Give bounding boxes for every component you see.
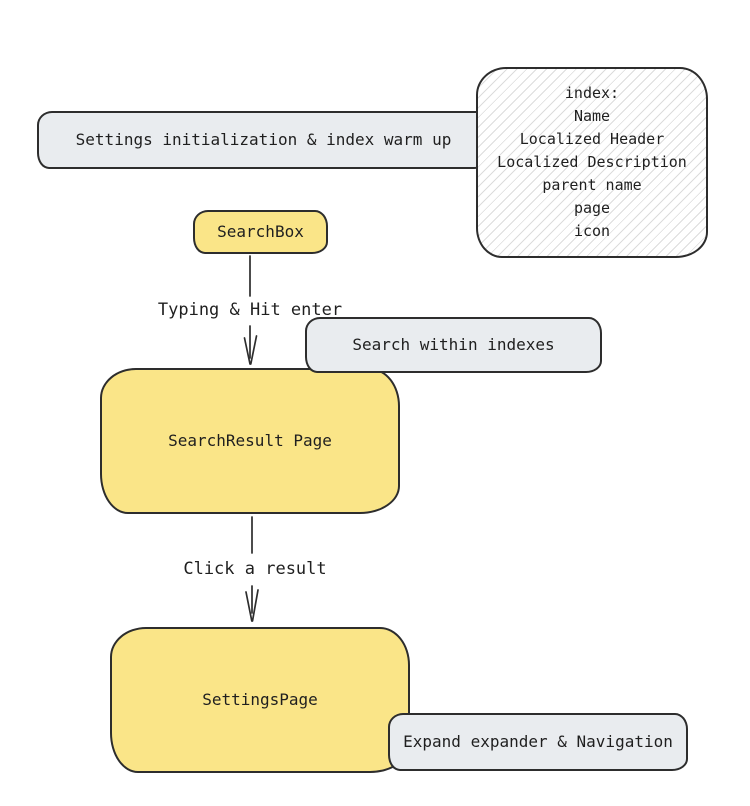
- node-search-box: SearchBox: [193, 210, 328, 254]
- index-info-line-localized-header: Localized Header: [519, 130, 665, 148]
- edge-label-click-a-result: Click a result: [183, 559, 327, 579]
- node-settings-initialization: Settings initialization & index warm up: [37, 111, 490, 169]
- node-search-result-page: SearchResult Page: [100, 368, 400, 514]
- node-index-info: index: Name Localized Header Localized D…: [476, 67, 708, 258]
- node-expand-navigation-label: Expand expander & Navigation: [403, 732, 673, 752]
- edge-label-typing-hit-enter: Typing & Hit enter: [157, 300, 343, 320]
- index-info-line-parent-name: parent name: [542, 176, 642, 194]
- node-expand-navigation: Expand expander & Navigation: [388, 713, 688, 771]
- index-info-line-name: Name: [573, 107, 611, 125]
- arrow-typing-head: [243, 335, 258, 365]
- index-info-line-page: page: [573, 199, 611, 217]
- node-settings-initialization-label: Settings initialization & index warm up: [75, 130, 452, 150]
- index-info-line-icon: icon: [573, 222, 611, 240]
- node-search-result-page-label: SearchResult Page: [168, 431, 332, 451]
- index-info-line-localized-description: Localized Description: [497, 153, 687, 171]
- node-search-within-indexes: Search within indexes: [305, 317, 602, 373]
- index-info-line-title: index:: [564, 84, 620, 102]
- node-settings-page-label: SettingsPage: [202, 690, 318, 710]
- node-settings-page: SettingsPage: [110, 627, 410, 773]
- node-search-box-label: SearchBox: [217, 222, 304, 242]
- node-search-within-indexes-label: Search within indexes: [352, 335, 555, 355]
- arrow-click-head: [245, 589, 259, 622]
